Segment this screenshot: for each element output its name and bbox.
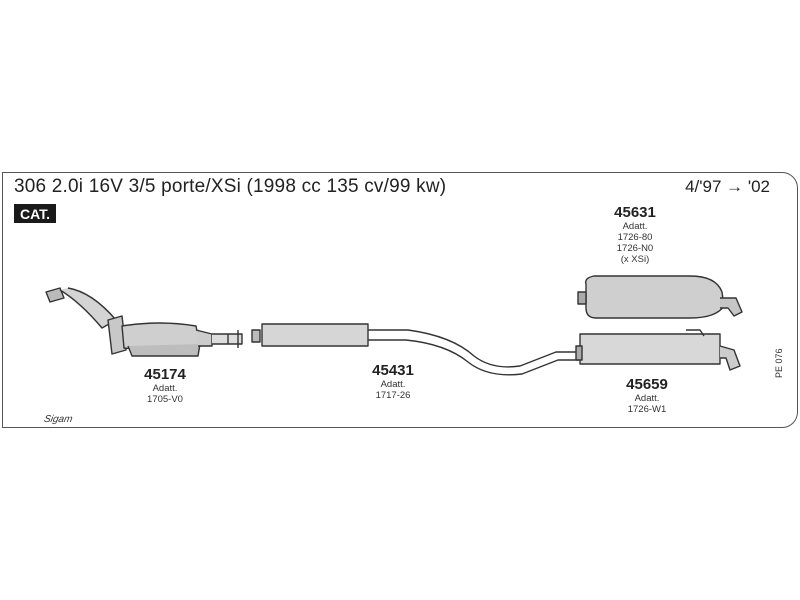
part-45431-label: 45431 Adatt. 1717-26: [358, 362, 428, 401]
part-line: 1726-W1: [627, 404, 667, 415]
part-line: Adatt.: [380, 379, 406, 390]
part-number: 45659: [626, 376, 668, 393]
part-45174-label: 45174 Adatt. 1705-V0: [130, 366, 200, 405]
drawing-code: PE 076: [774, 348, 784, 378]
part-line: 1726-80: [617, 232, 653, 243]
part-line: (x XSi): [620, 254, 650, 265]
rear-silencer-45631[interactable]: [577, 275, 743, 319]
part-number: 45174: [144, 366, 186, 383]
production-period: 4/'97 → '02: [685, 177, 770, 196]
part-number: 45631: [614, 204, 656, 221]
brand-logo: Sigam: [42, 414, 74, 425]
vehicle-title: 306 2.0i 16V 3/5 porte/XSi (1998 cc 135 …: [14, 176, 447, 197]
part-45631-label: 45631 Adatt. 1726-80 1726-N0 (x XSi): [600, 204, 670, 265]
catalytic-converter-45174[interactable]: [45, 287, 243, 357]
rear-silencer-45659[interactable]: [575, 329, 741, 371]
part-45659-label: 45659 Adatt. 1726-W1: [612, 376, 682, 415]
part-line: Adatt.: [152, 383, 178, 394]
part-line: 1717-26: [375, 390, 411, 401]
part-line: 1705-V0: [147, 394, 183, 405]
part-number: 45431: [372, 362, 414, 379]
part-line: Adatt.: [634, 393, 660, 404]
cat-badge: CAT.: [14, 204, 57, 223]
part-line: 1726-N0: [616, 243, 654, 254]
diagram-frame: [2, 172, 798, 428]
center-pipe-45431[interactable]: [251, 323, 579, 376]
part-line: Adatt.: [622, 221, 648, 232]
